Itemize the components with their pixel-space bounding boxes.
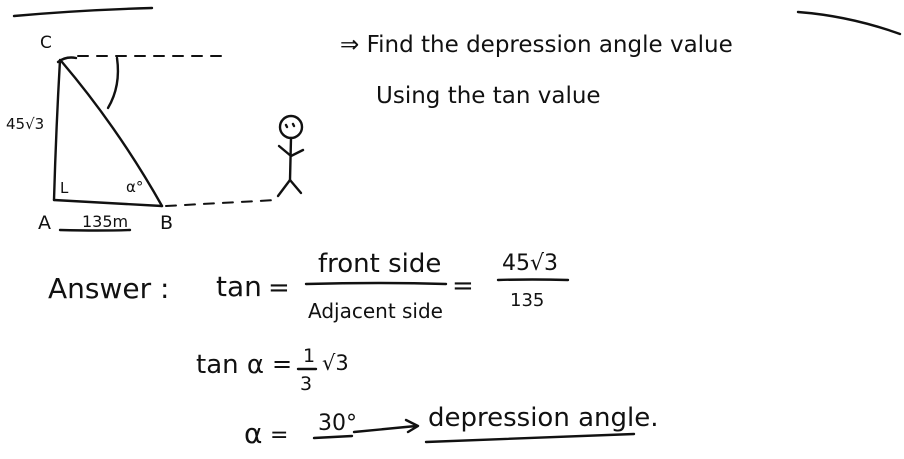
depression-arc xyxy=(106,56,120,110)
answer-line-3: α = 30° depression angle. xyxy=(244,403,658,450)
tan-alpha-label: tan α xyxy=(196,350,264,380)
figure-body xyxy=(288,136,293,182)
vertex-b-label: B xyxy=(160,212,173,234)
ratio-numerator: front side xyxy=(318,249,441,279)
equals-sign-1: = xyxy=(268,273,290,303)
instruction-line-1: ⇒ Find the depression angle value xyxy=(340,32,733,58)
base-underline xyxy=(58,228,132,232)
figure-legs xyxy=(276,178,303,198)
alpha-angle-label: α° xyxy=(126,178,143,196)
label-underline xyxy=(424,432,636,444)
fraction-bar-1 xyxy=(304,281,448,286)
fraction-numerator-one: 1 xyxy=(303,345,315,367)
figure-head xyxy=(278,114,304,140)
answer-label: Answer : xyxy=(48,272,169,305)
instruction-line-2: Using the tan value xyxy=(376,83,601,109)
top-cap xyxy=(56,56,78,64)
base-label: 135m xyxy=(82,212,128,231)
sightline-dashed-line xyxy=(165,199,277,207)
value-numerator: 45√3 xyxy=(502,251,558,276)
fraction-denominator-three: 3 xyxy=(300,373,312,395)
stick-figure-icon xyxy=(276,114,305,198)
root-three-factor: √3 xyxy=(322,351,349,375)
figure-arms xyxy=(277,144,305,158)
side-ab xyxy=(52,198,164,208)
side-ca xyxy=(52,58,62,202)
fraction-bar-2 xyxy=(496,278,570,282)
result-angle: 30° xyxy=(318,411,357,436)
value-denominator: 135 xyxy=(510,290,544,311)
equals-sign-2: = xyxy=(452,271,474,301)
ratio-denominator: Adjacent side xyxy=(308,299,443,323)
answer-line-1: Answer : tan = front side Adjacent side … xyxy=(48,249,570,323)
vertex-c-label: C xyxy=(40,33,52,53)
arrow-icon xyxy=(352,418,420,434)
top-right-stroke xyxy=(796,10,902,36)
equals-sign-4: = xyxy=(270,423,288,448)
answer-line-2: tan α = 1 3 √3 xyxy=(196,345,349,395)
alpha-symbol: α xyxy=(244,417,262,450)
top-left-stroke xyxy=(12,6,154,18)
result-underline xyxy=(312,434,354,440)
equals-sign-3: = xyxy=(272,350,292,378)
depression-angle-label: depression angle. xyxy=(428,403,658,433)
tan-word: tan xyxy=(216,270,262,303)
triangle-diagram: C A B 45√3 135m L α° xyxy=(6,33,277,234)
side-cb xyxy=(60,60,164,208)
right-angle-mark: L xyxy=(60,179,69,197)
vertex-a-label: A xyxy=(38,212,51,234)
figure-face xyxy=(284,122,296,129)
height-label: 45√3 xyxy=(6,115,44,133)
